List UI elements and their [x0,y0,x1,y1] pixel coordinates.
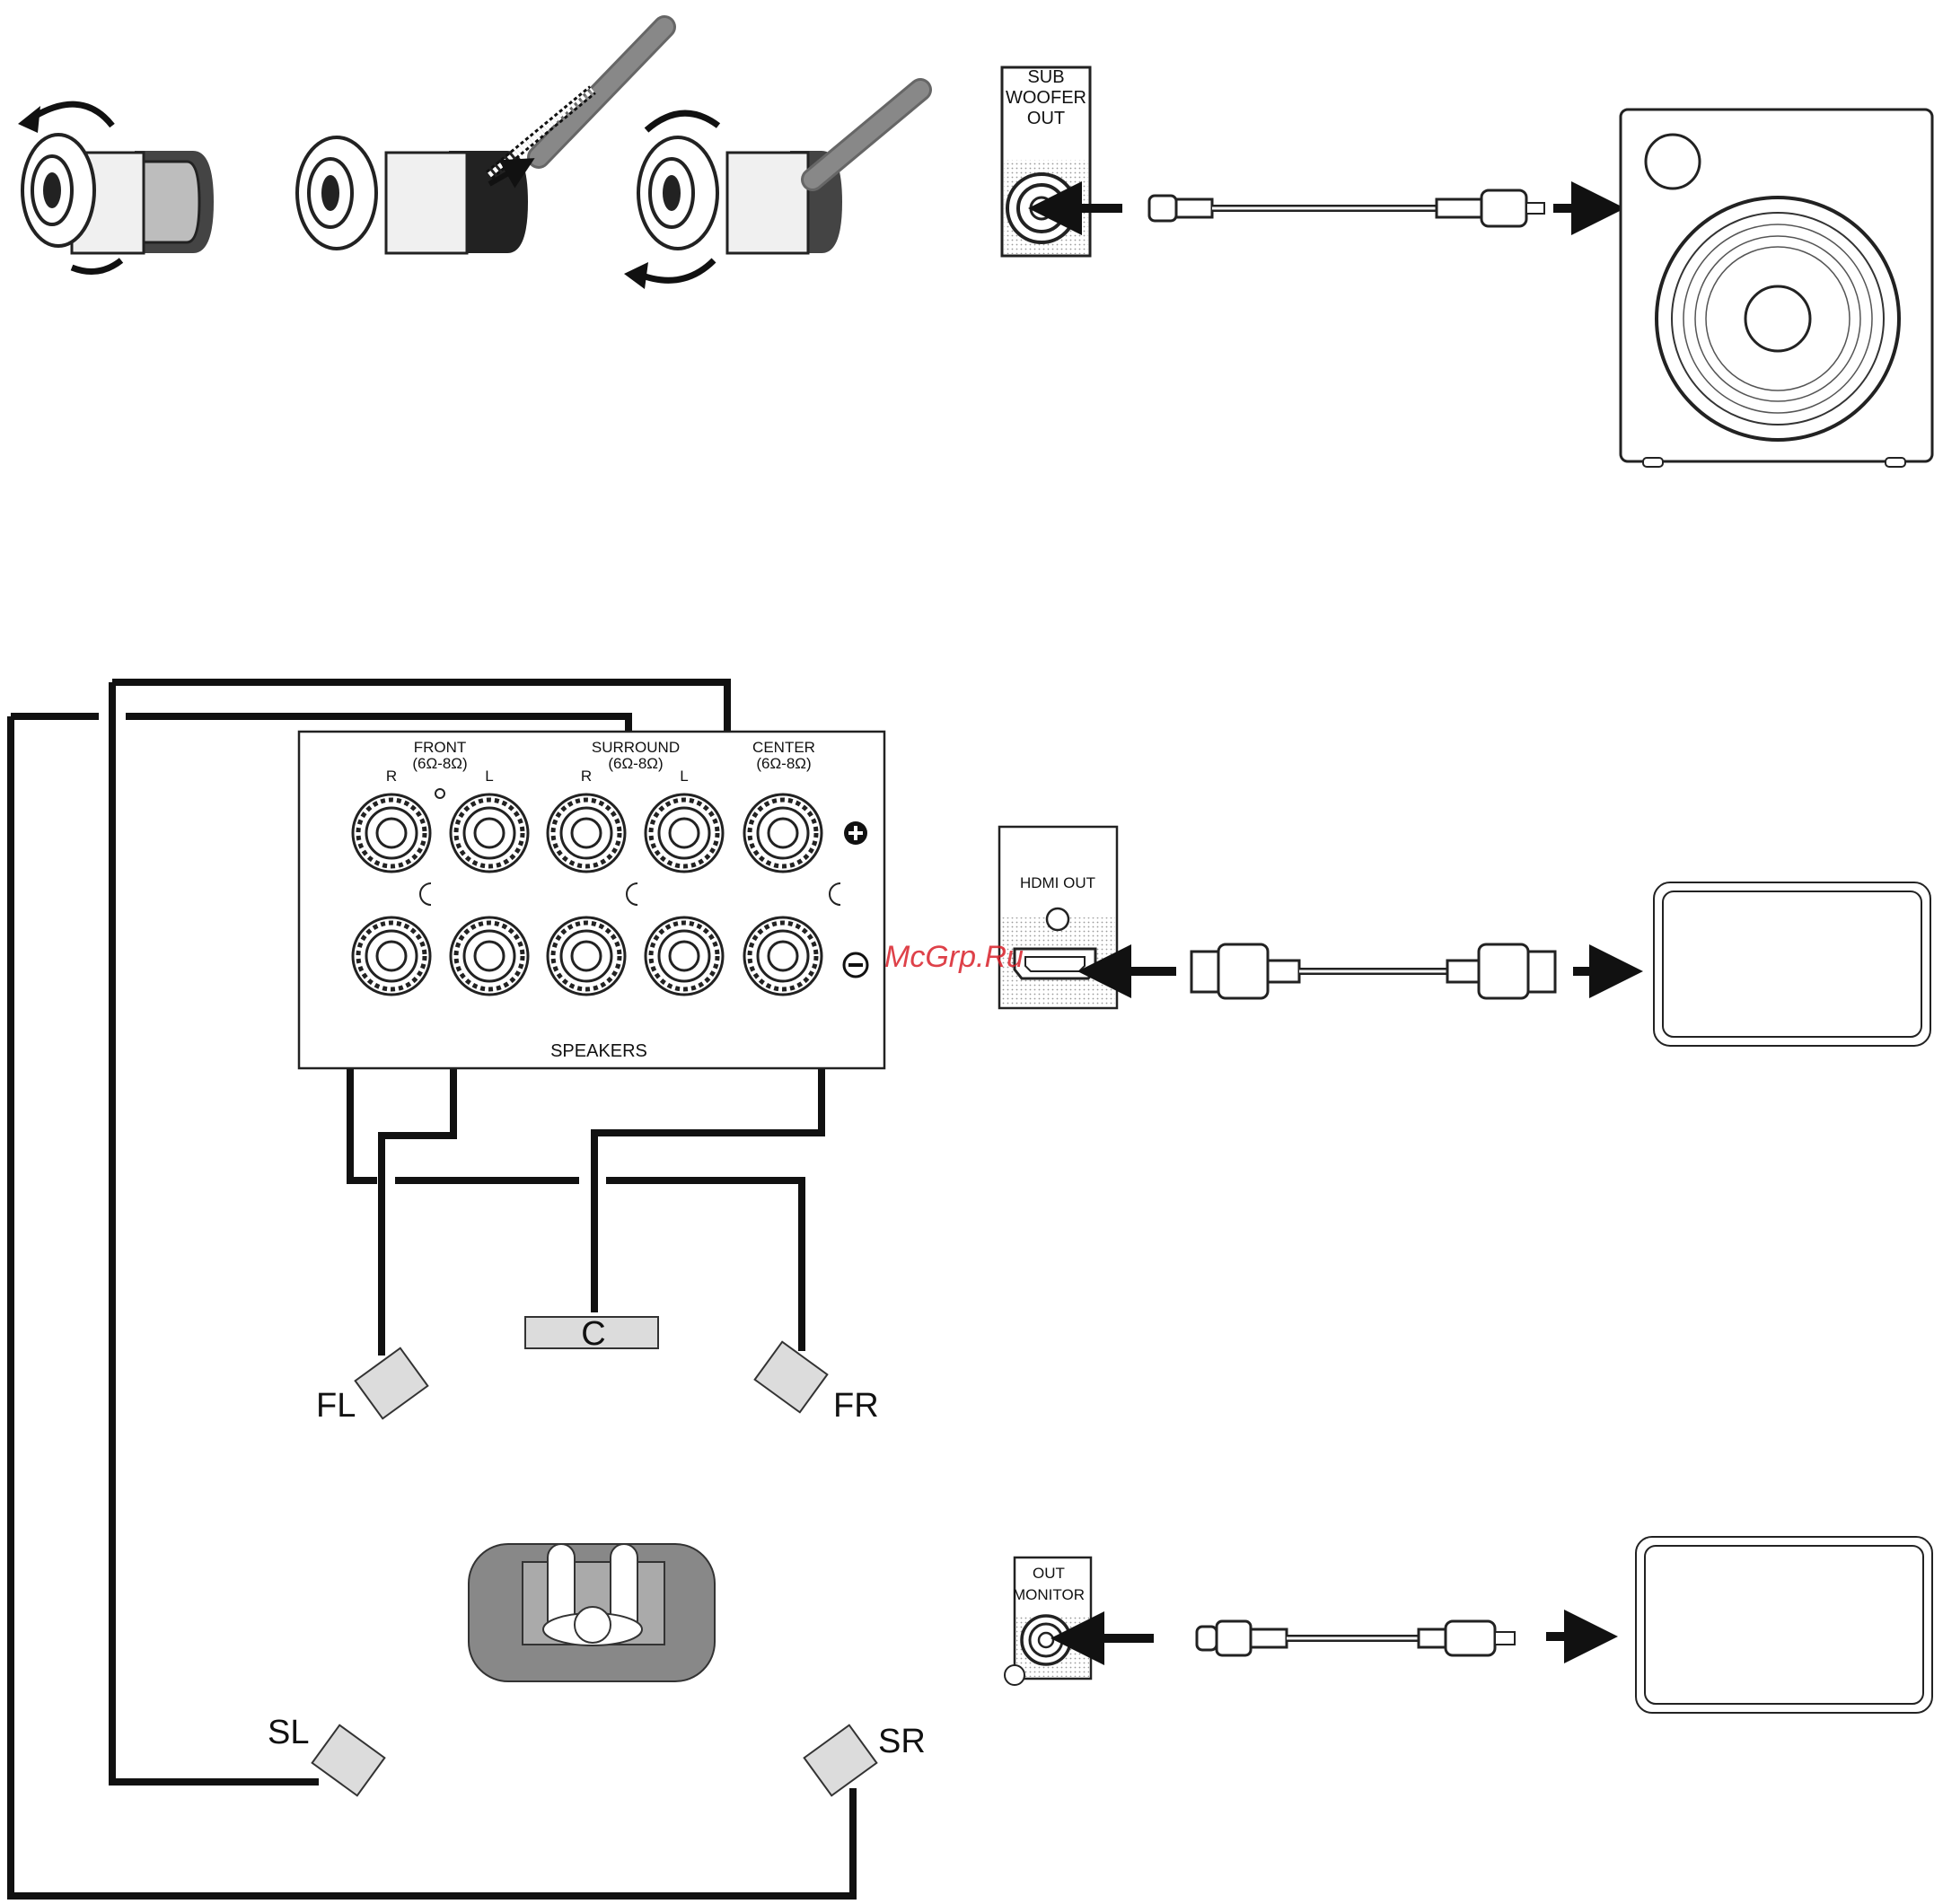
binding-post-icon [22,135,94,246]
hdmi-cable-icon [1191,944,1555,998]
speaker-terminal-minus-4 [646,917,723,995]
rca-jack-icon [1022,1616,1070,1664]
listener-sofa-icon [469,1544,715,1681]
speaker-terminal-plus-4 [646,794,723,872]
center-impedance: (6Ω-8Ω) [756,755,811,772]
plus-symbol-icon [844,821,867,845]
sub-label-1: SUB [1027,67,1064,87]
rca-cable-icon [1197,1621,1515,1655]
tv-monitor-icon [1636,1537,1932,1713]
front-l-label: L [485,768,493,785]
center-speaker: C [525,1315,658,1353]
surround-label: SURROUND [592,739,680,756]
speaker-terminal-minus-2 [451,917,528,995]
binding-post-step-3 [624,90,920,289]
surround-impedance: (6Ω-8Ω) [608,755,663,772]
front-left-label: FL [316,1387,356,1425]
front-r-label: R [386,768,397,785]
watermark: McGrp.Ru [884,940,1024,974]
sub-label-3: OUT [1027,109,1065,128]
surround-left-label: SL [268,1714,309,1751]
sub-label-2: WOOFER [1006,88,1086,108]
surround-l-label: L [680,768,688,785]
binding-post-step-1 [18,104,214,271]
speaker-terminal-minus-5 [744,917,822,995]
speaker-terminal-plus-1 [353,794,430,872]
minus-symbol-icon [844,953,867,977]
speaker-terminal-minus-3 [548,917,625,995]
speaker-terminal-panel: FRONT (6Ω-8Ω) SURROUND (6Ω-8Ω) CENTER (6… [299,732,884,1068]
speaker-terminal-plus-5 [744,794,822,872]
speaker-terminal-minus-1 [353,917,430,995]
rca-cable-icon [1149,190,1544,226]
binding-post-step-2 [297,27,664,253]
monitor-out-label-2: MONITOR [1013,1586,1085,1603]
speaker-terminal-plus-2 [451,794,528,872]
hdmi-port-icon [1015,949,1095,978]
tv-monitor-icon [1654,882,1930,1046]
speakers-footer: SPEAKERS [550,1041,647,1061]
front-left-speaker: FL [316,1348,427,1425]
speaker-terminal-plus-3 [548,794,625,872]
surround-r-label: R [581,768,592,785]
front-label: FRONT [414,739,467,756]
surround-right-speaker: SR [804,1723,926,1795]
front-right-label: FR [833,1387,879,1425]
monitor-out-panel: OUT MONITOR [1005,1557,1091,1685]
surround-right-label: SR [878,1723,926,1760]
front-impedance: (6Ω-8Ω) [412,755,467,772]
subwoofer-out-panel: SUB WOOFER OUT [1002,67,1090,256]
center-speaker-label: C [581,1315,605,1353]
monitor-out-label-1: OUT [1033,1565,1065,1582]
center-label: CENTER [752,739,815,756]
hdmi-out-panel: HDMI OUT [999,827,1117,1008]
front-right-speaker: FR [755,1342,879,1425]
hdmi-out-label: HDMI OUT [1020,874,1095,891]
subwoofer-icon [1621,110,1932,467]
